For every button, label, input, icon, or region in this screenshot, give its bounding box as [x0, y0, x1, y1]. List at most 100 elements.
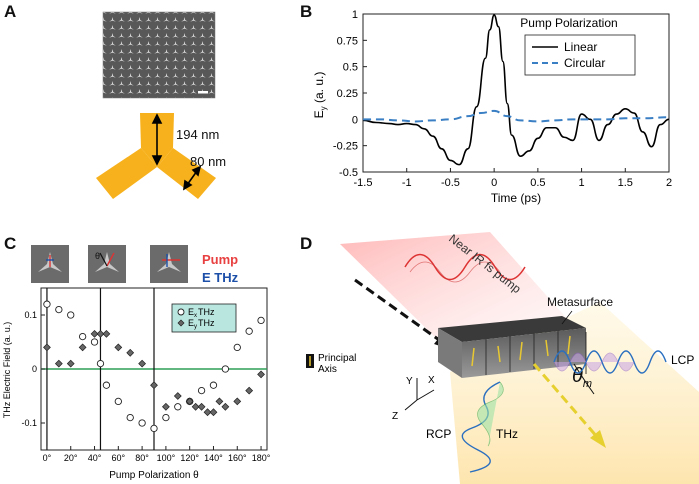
x-tick-label: 120°	[180, 453, 199, 463]
data-point-ey	[257, 370, 265, 379]
inset-90deg	[150, 245, 188, 283]
series-line-linear	[362, 14, 670, 166]
x-tick-label: 40°	[88, 453, 102, 463]
data-point-ex	[174, 403, 182, 411]
x-tick-label: 140°	[204, 453, 223, 463]
data-point-ex	[233, 343, 241, 352]
x-tick-label: 1.5	[618, 177, 633, 189]
y-tick-label: -0.5	[339, 167, 358, 179]
data-point-ey	[209, 408, 218, 417]
data-point-ey	[114, 343, 123, 352]
inset-theta: θ	[95, 251, 100, 261]
coordinate-axes	[404, 378, 435, 411]
data-point-ex	[55, 305, 63, 314]
y-tick-label: 0.25	[337, 88, 358, 100]
pump-wave	[404, 253, 526, 281]
x-axis-label: Pump Polarization θ	[109, 470, 199, 481]
y-tick-label: 0.5	[343, 62, 358, 74]
axis-x: X	[428, 375, 435, 386]
principal-axis-label-1: Principal	[318, 353, 356, 364]
x-tick-label: 80°	[135, 453, 149, 463]
legend-label-linear: Linear	[564, 40, 597, 54]
data-point-ey	[54, 359, 63, 368]
data-point-ex	[78, 332, 87, 341]
pump-label: Pump	[202, 252, 238, 267]
data-point-ey	[102, 330, 111, 338]
data-point-ey	[66, 359, 75, 368]
x-tick-label: 180°	[252, 453, 271, 463]
data-point-ex	[114, 397, 122, 406]
panel-label-d: D	[300, 234, 313, 253]
data-point-ey	[185, 397, 194, 406]
data-point-ex	[90, 338, 99, 346]
legend-label-x: ExTHz	[188, 307, 215, 319]
data-point-ey	[126, 348, 135, 357]
data-point-ex	[257, 316, 265, 325]
inset-images: θ	[31, 245, 188, 283]
data-point-ey	[43, 343, 51, 352]
data-point-ex	[67, 311, 75, 319]
data-point-ex	[162, 413, 170, 422]
x-tick-label: 20°	[64, 453, 78, 463]
y-tick-label: -0.25	[333, 141, 358, 153]
principal-axis-label-2: Axis	[318, 364, 337, 375]
axis-y: Y	[406, 376, 413, 387]
y-axis-label: Ey (a. u.)	[312, 72, 328, 119]
x-tick-label: 2	[666, 177, 672, 189]
metasurface-side	[462, 328, 586, 378]
x-axis-label: Time (ps)	[491, 191, 541, 205]
legend-label-circular: Circular	[564, 56, 605, 70]
metasurface-front	[438, 328, 462, 378]
y-tick-label: 1	[352, 9, 358, 21]
incident-arrow	[354, 278, 443, 344]
metasurface-top	[438, 316, 586, 342]
y-tick-label: 0	[352, 114, 358, 126]
x-tick-label: 0.5	[530, 177, 545, 189]
thz-label: THz	[496, 427, 518, 441]
y-axis-label: THz Electric Field (a. u.)	[2, 322, 12, 419]
data-point-ex	[126, 413, 134, 422]
data-point-ey	[78, 343, 87, 352]
panel-a-figure: 194 nm 80 nm	[96, 11, 226, 199]
lcp-wave	[553, 350, 667, 374]
rcp-label: RCP	[426, 427, 451, 441]
data-point-ey	[96, 330, 105, 338]
x-tick-label: 1	[579, 177, 585, 189]
data-point-ex	[245, 327, 253, 335]
y-tick-label: 0	[32, 364, 37, 374]
pump-beam	[340, 232, 570, 342]
legend-box	[171, 303, 237, 333]
data-point-ey	[161, 402, 170, 411]
legend-title: Pump Polarization	[520, 16, 617, 30]
sem-scale-bar	[198, 91, 208, 94]
legend: ExTHz EyTHz	[171, 303, 237, 333]
data-point-ey	[215, 397, 224, 406]
data-point-ey	[150, 381, 158, 390]
y-tick-label: 0.1	[24, 310, 37, 320]
data-point-ey	[173, 392, 182, 400]
panel-d-figure: Near IR fs pump Metasurface Principal Ax…	[306, 232, 699, 484]
output-arrow	[532, 363, 600, 439]
legend-box	[524, 34, 636, 76]
axis-z: Z	[392, 411, 398, 422]
panel-c-chart: θ Pump E THz 0°20°40°60°80°100°120°140°1…	[2, 245, 271, 481]
data-point-ey	[197, 402, 206, 411]
data-point-ey	[138, 359, 147, 368]
sem-image	[102, 11, 216, 99]
x-tick-label: 60°	[112, 453, 126, 463]
x-tick-label: 0°	[43, 453, 52, 463]
x-tick-label: -0.5	[441, 177, 460, 189]
y-tick-label: -0.1	[21, 418, 37, 428]
data-point-ex	[43, 300, 51, 308]
theta-arc	[573, 363, 595, 395]
x-tick-label: 160°	[228, 453, 247, 463]
data-point-ey	[90, 330, 99, 338]
rcp-wave	[461, 381, 501, 473]
data-point-ex	[102, 381, 111, 389]
legend-marker-x	[177, 308, 185, 316]
panel-label-c: C	[4, 234, 17, 253]
dim-length-label: 194 nm	[176, 127, 219, 142]
data-point-ey	[245, 386, 254, 395]
inset-0deg	[31, 245, 69, 283]
